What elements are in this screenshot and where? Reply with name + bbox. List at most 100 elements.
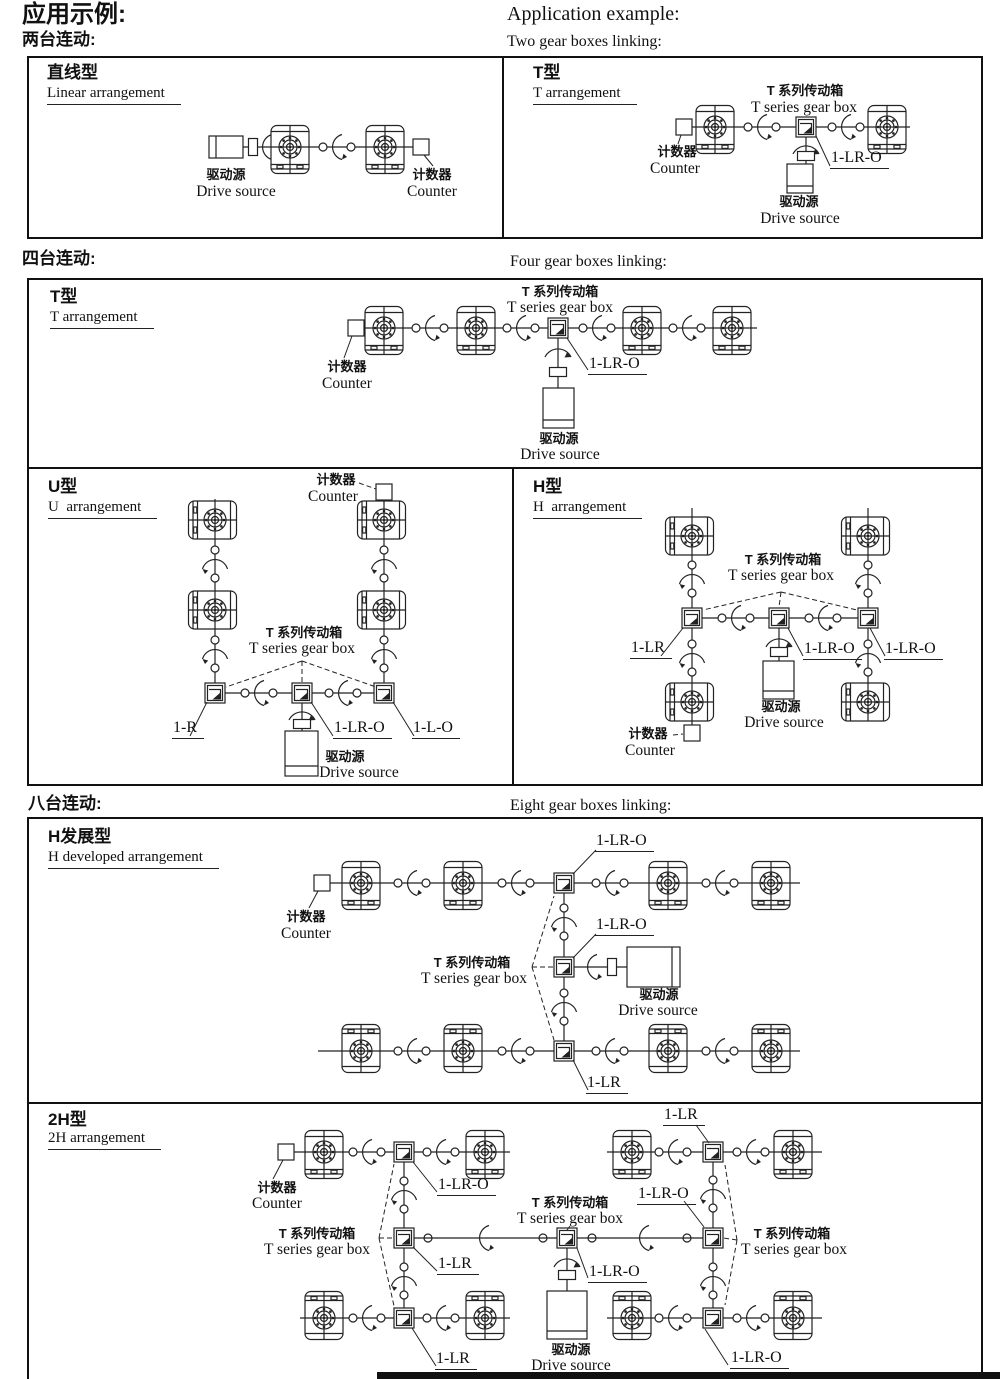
ref-label-1-lr-o: 1-LR-O	[730, 1349, 789, 1369]
gearbox-label-en: T series gear box	[516, 1210, 624, 1227]
gearbox-icon	[356, 500, 407, 540]
coupling-block-icon	[606, 957, 618, 977]
drive-source-label-en: Drive source	[319, 764, 399, 781]
gearbox-icon	[712, 305, 752, 356]
gearbox-icon	[648, 1023, 688, 1074]
gearbox-label-zh: T 系列传动箱	[744, 552, 822, 567]
t-gearbox-icon	[681, 607, 703, 629]
t-gearbox-icon	[556, 1227, 578, 1249]
counter-icon	[375, 483, 393, 501]
gearbox-label-zh: T 系列传动箱	[531, 1195, 609, 1210]
gearbox-label-en: T series gear box	[506, 299, 614, 316]
gearbox-label-en: T series gear box	[420, 970, 528, 987]
ref-label-1-lr-o: 1-LR-O	[595, 832, 654, 852]
section-four-zh: 四台连动:	[22, 249, 96, 268]
leader-line	[412, 1161, 438, 1193]
drive-source-label-en: Drive source	[531, 1357, 611, 1374]
ref-label-1-lr: 1-LR	[630, 639, 672, 659]
t-gearbox-icon	[393, 1141, 415, 1163]
leader-line	[869, 627, 886, 657]
panel-title-h4-zh: H型	[533, 477, 563, 496]
counter-label-en: Counter	[252, 1195, 302, 1212]
section-two-zh: 两台连动:	[22, 30, 96, 49]
t-gearbox-icon	[204, 682, 226, 704]
coupling-block-icon	[548, 366, 568, 378]
drive-source-label-zh: 驱动源	[206, 167, 246, 182]
drive-motor	[626, 946, 681, 988]
counter-label-zh: 计数器	[286, 909, 326, 924]
counter-icon	[683, 724, 701, 742]
coupling-block-icon	[769, 646, 789, 658]
gearbox-icon	[695, 104, 735, 155]
drive-motor	[542, 387, 575, 429]
gearbox-icon	[341, 860, 381, 911]
hdev-diagram	[308, 849, 800, 1091]
leader-line	[787, 627, 804, 657]
gearbox-label-en: T series gear box	[248, 640, 356, 657]
counter-label-en: Counter	[322, 375, 372, 392]
coupling-block-icon	[247, 137, 259, 157]
leader-line	[412, 1246, 438, 1272]
leader-line	[660, 627, 684, 657]
drive-source-label-zh: 驱动源	[639, 987, 679, 1002]
leader-line	[423, 154, 434, 167]
leader-line	[566, 337, 589, 371]
leader-line	[683, 1200, 705, 1228]
panel-title-linear-en: Linear arrangement	[47, 85, 181, 105]
gearbox-icon	[867, 104, 907, 155]
gearbox-icon	[365, 124, 405, 175]
gearbox-icon	[773, 1129, 813, 1180]
ref-label-1-lr-o: 1-LR-O	[588, 355, 647, 375]
t-gearbox-icon	[547, 317, 569, 339]
gearbox-icon	[648, 860, 688, 911]
drive-motor	[786, 163, 814, 194]
gearbox-icon	[622, 305, 662, 356]
counter-icon	[313, 874, 331, 892]
t-gearbox-icon	[291, 682, 313, 704]
drive-source-label-en: Drive source	[744, 714, 824, 731]
drive-motor	[284, 730, 319, 777]
counter-label-en: Counter	[281, 925, 331, 942]
ref-label-1-r: 1-R	[172, 719, 204, 739]
section-eight-zh: 八台连动:	[28, 794, 102, 813]
leader-line	[576, 1247, 589, 1279]
panel-title-u4-zh: U型	[48, 477, 78, 496]
gearbox-icon	[270, 124, 310, 175]
gearbox-label-en: T series gear box	[263, 1241, 371, 1258]
panel-title-t4-en: T arrangement	[50, 309, 154, 329]
gearbox-icon	[840, 682, 891, 722]
h2x-diagram	[272, 1124, 822, 1367]
gearbox-icon	[664, 682, 715, 722]
section-eight-en: Eight gear boxes linking:	[510, 797, 672, 814]
gearbox-label-zh: T 系列传动箱	[753, 1226, 831, 1241]
leader-line	[310, 701, 334, 737]
panel-title-h2x-en: 2H arrangement	[48, 1130, 162, 1150]
drive-motor	[546, 1290, 588, 1340]
t-gearbox-icon	[768, 607, 790, 629]
gearbox-icon	[187, 500, 238, 540]
drive-source-label-en: Drive source	[760, 210, 840, 227]
panel-title-hdev-zh: H发展型	[48, 827, 112, 846]
ref-label-1-lr-o: 1-LR-O	[637, 1185, 696, 1205]
gearbox-icon	[751, 1023, 791, 1074]
gearbox-icon	[304, 1290, 344, 1341]
gearbox-label-en: T series gear box	[727, 567, 835, 584]
gearbox-label-zh: T 系列传动箱	[433, 955, 511, 970]
gearbox-label-zh: T 系列传动箱	[521, 284, 599, 299]
t-gearbox-icon	[702, 1141, 724, 1163]
gearbox-icon	[612, 1290, 652, 1341]
panel-borders	[27, 56, 983, 1379]
panel-title-hdev-en: H developed arrangement	[48, 849, 219, 869]
ref-label-1-lr: 1-LR	[586, 1074, 628, 1094]
coupling-block-icon	[292, 718, 312, 730]
drive-motor	[208, 135, 244, 159]
t-gearbox-icon	[393, 1227, 415, 1249]
ref-label-1-lr-o: 1-LR-O	[830, 149, 889, 169]
leader-line	[572, 849, 597, 875]
counter-label-zh: 计数器	[257, 1180, 297, 1195]
panel-title-t2-en: T arrangement	[533, 85, 637, 105]
t2-diagram	[675, 104, 910, 194]
drive-motor	[762, 660, 795, 700]
ref-label-1-lr-o: 1-LR-O	[437, 1176, 496, 1196]
counter-label-zh: 计数器	[412, 167, 452, 182]
